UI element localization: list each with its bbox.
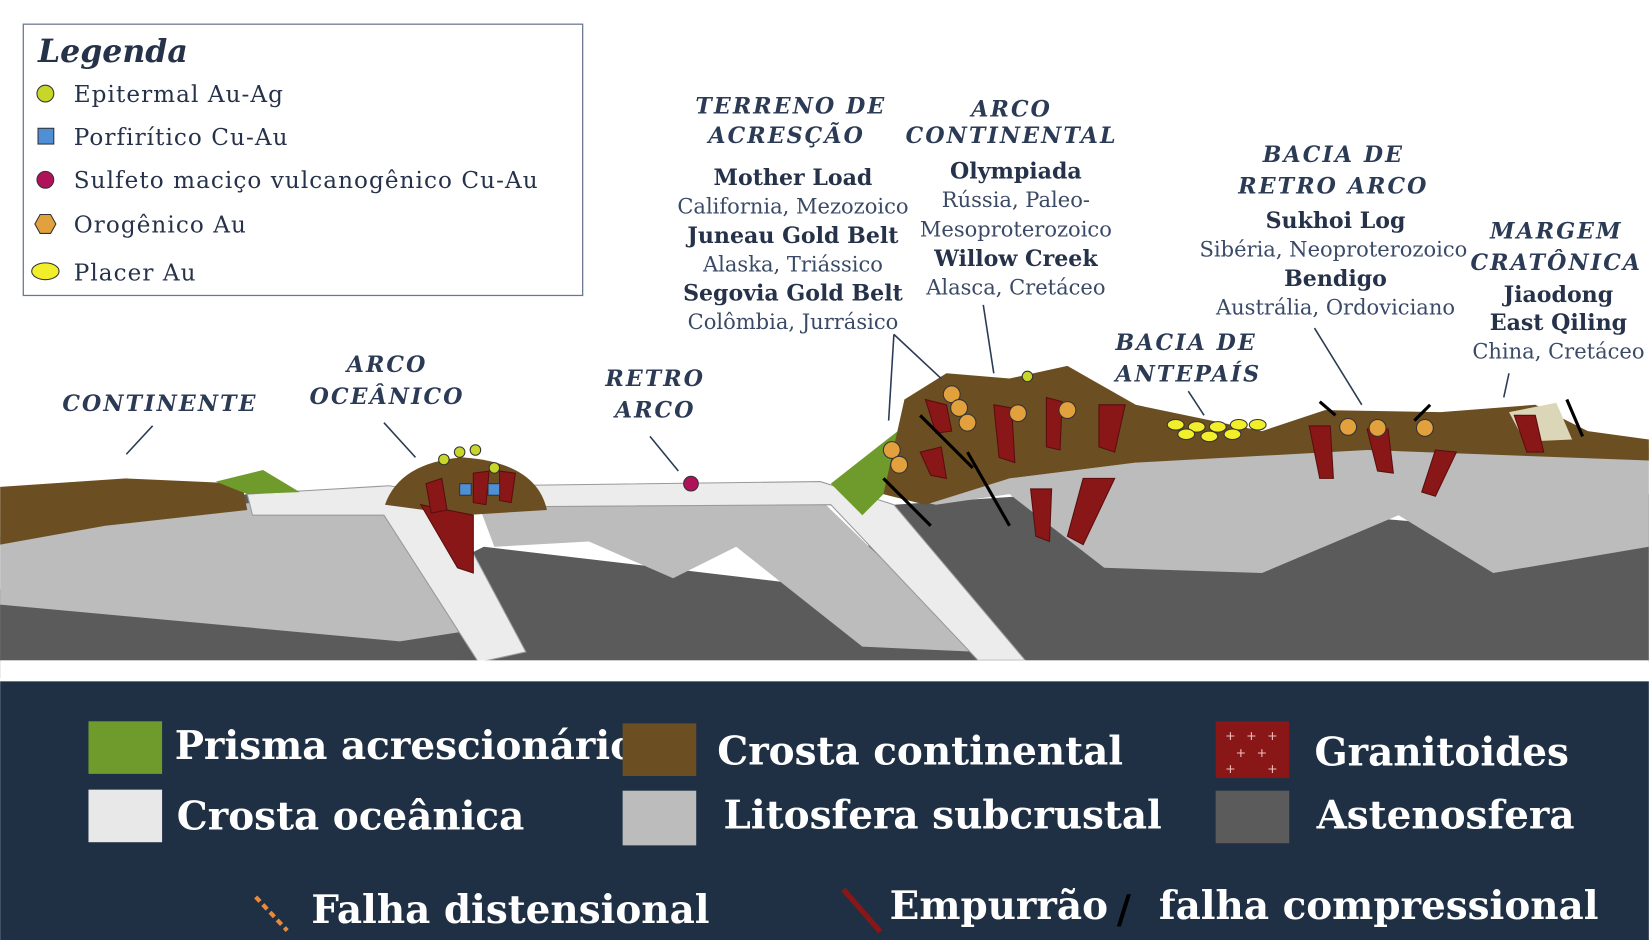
vms-icon [36, 170, 55, 189]
label-arco-continental: ARCO [969, 97, 1052, 123]
deposit-location: Mesoproterozoico [920, 217, 1112, 242]
compressional-fault-label: falha compressional [1159, 883, 1599, 929]
asthenosphere-label: Astenosfera [1316, 793, 1575, 839]
label-bacia-retro-arco-2: RETRO ARCO [1237, 173, 1428, 199]
legend-item-placer: Placer Au [74, 261, 197, 287]
deposit-name: Juneau Gold Belt [685, 223, 899, 249]
porphyry-icon [37, 127, 55, 145]
label-arco-oceanico-2: OCEÂNICO [310, 383, 465, 410]
svg-text:+: + [1236, 745, 1247, 760]
label-margem-cratonica: MARGEM [1489, 219, 1623, 245]
base-strip [0, 660, 1649, 682]
lithosphere-label: Litosfera subcrustal [724, 793, 1162, 839]
deposit-location: California, Mezozoico [677, 193, 908, 218]
continental-crust-right [883, 365, 1649, 505]
lithosphere-left-light [0, 502, 469, 642]
deposit-name: Jiaodong [1502, 282, 1614, 308]
legend-item-porfiritico: Porfirítico Cu-Au [74, 125, 289, 151]
lithosphere-swatch [622, 790, 697, 846]
continental-label: Crosta continental [717, 728, 1123, 774]
svg-text:+: + [1257, 745, 1268, 760]
deposit-location: Sibéria, Neoproterozoico [1200, 237, 1468, 262]
asthenosphere-swatch [1215, 790, 1290, 844]
label-bacia-antepais: BACIA DE [1115, 330, 1257, 356]
setting-labels: CONTINENTE ARCO OCEÂNICO RETRO ARCO TERR… [62, 94, 1644, 424]
svg-text:+: + [1267, 728, 1278, 743]
prisma-swatch [88, 721, 163, 774]
legend-title: Legenda [37, 33, 188, 70]
deposit-name: Segovia Gold Belt [683, 281, 904, 307]
deposit-name: East Qiling [1490, 310, 1627, 336]
oceanic-swatch [88, 789, 163, 843]
continental-swatch [622, 723, 697, 776]
deposit-name: Olympiada [950, 159, 1082, 185]
continental-crust-left [0, 478, 248, 545]
lithosphere-mid [478, 499, 979, 652]
normal-fault-icon [254, 895, 289, 932]
deposit-name: Bendigo [1284, 266, 1387, 292]
label-retro-arco: RETRO [604, 366, 705, 392]
label-arco-oceanico: ARCO [345, 352, 428, 378]
deposit-name: Mother Load [714, 165, 873, 191]
label-bacia-antepais-2: ANTEPAÍS [1113, 361, 1261, 388]
prism-left [215, 470, 300, 495]
svg-text:+: + [1246, 728, 1257, 743]
normal-fault-label: Falha distensional [311, 887, 709, 933]
pointer-arrows [125, 304, 1510, 472]
deposit-location: Alaska, Triássico [702, 251, 883, 276]
granite-plus-icon: +++ ++++ [1225, 728, 1278, 776]
legend-item-epitermal: Epitermal Au-Ag [74, 82, 284, 108]
legend-item-orogenico: Orogênico Au [74, 212, 247, 238]
svg-text:+: + [1225, 761, 1236, 776]
legend-box: Legenda Epitermal Au-Ag Porfirítico Cu-A… [22, 23, 584, 297]
label-retro-arco-2: ARCO [613, 397, 696, 423]
epithermal-icon [36, 84, 55, 103]
label-terreno-2: ACRESÇÃO [706, 122, 865, 149]
lithosphere-right [883, 446, 1649, 574]
granite-swatch [1215, 721, 1290, 779]
svg-text:+: + [1267, 761, 1278, 776]
compressional-fault-icon: / [1117, 887, 1132, 933]
bottom-legend: Prisma acrescionário Crosta oceânica Cro… [0, 681, 1649, 940]
svg-text:+: + [1225, 728, 1236, 743]
label-margem-cratonica-2: CRATÔNICA [1470, 249, 1642, 276]
placer-icon [31, 262, 60, 281]
deposit-location: Rússia, Paleo- [942, 187, 1090, 212]
thrust-icon [841, 887, 883, 934]
deposit-name: Sukhoi Log [1266, 208, 1406, 234]
oceanic-label: Crosta oceânica [177, 794, 524, 840]
label-bacia-retro-arco: BACIA DE [1262, 142, 1404, 168]
deposit-location: Colômbia, Jurrásico [688, 309, 899, 334]
granitoids [419, 396, 1545, 574]
deposit-name: Willow Creek [933, 246, 1098, 272]
deposit-location: Austrália, Ordoviciano [1215, 294, 1455, 319]
legend-item-sulfeto: Sulfeto maciço vulcanogênico Cu-Au [74, 168, 539, 194]
granite-label: Granitoides [1314, 729, 1568, 775]
deposit-location: Alasca, Cretáceo [925, 274, 1105, 299]
prisma-label: Prisma acrescionário [175, 723, 636, 769]
thrust-label: Empurrão [890, 883, 1108, 929]
label-continente: CONTINENTE [62, 391, 257, 417]
cross-section [0, 304, 1649, 682]
label-arco-continental-2: CONTINENTAL [906, 123, 1118, 149]
orogenic-icon [34, 213, 57, 234]
deposit-location: China, Cretáceo [1472, 339, 1644, 364]
label-terreno: TERRENO DE [695, 94, 886, 120]
thrust-faults [882, 398, 1585, 527]
deposit-markers [438, 370, 1434, 496]
